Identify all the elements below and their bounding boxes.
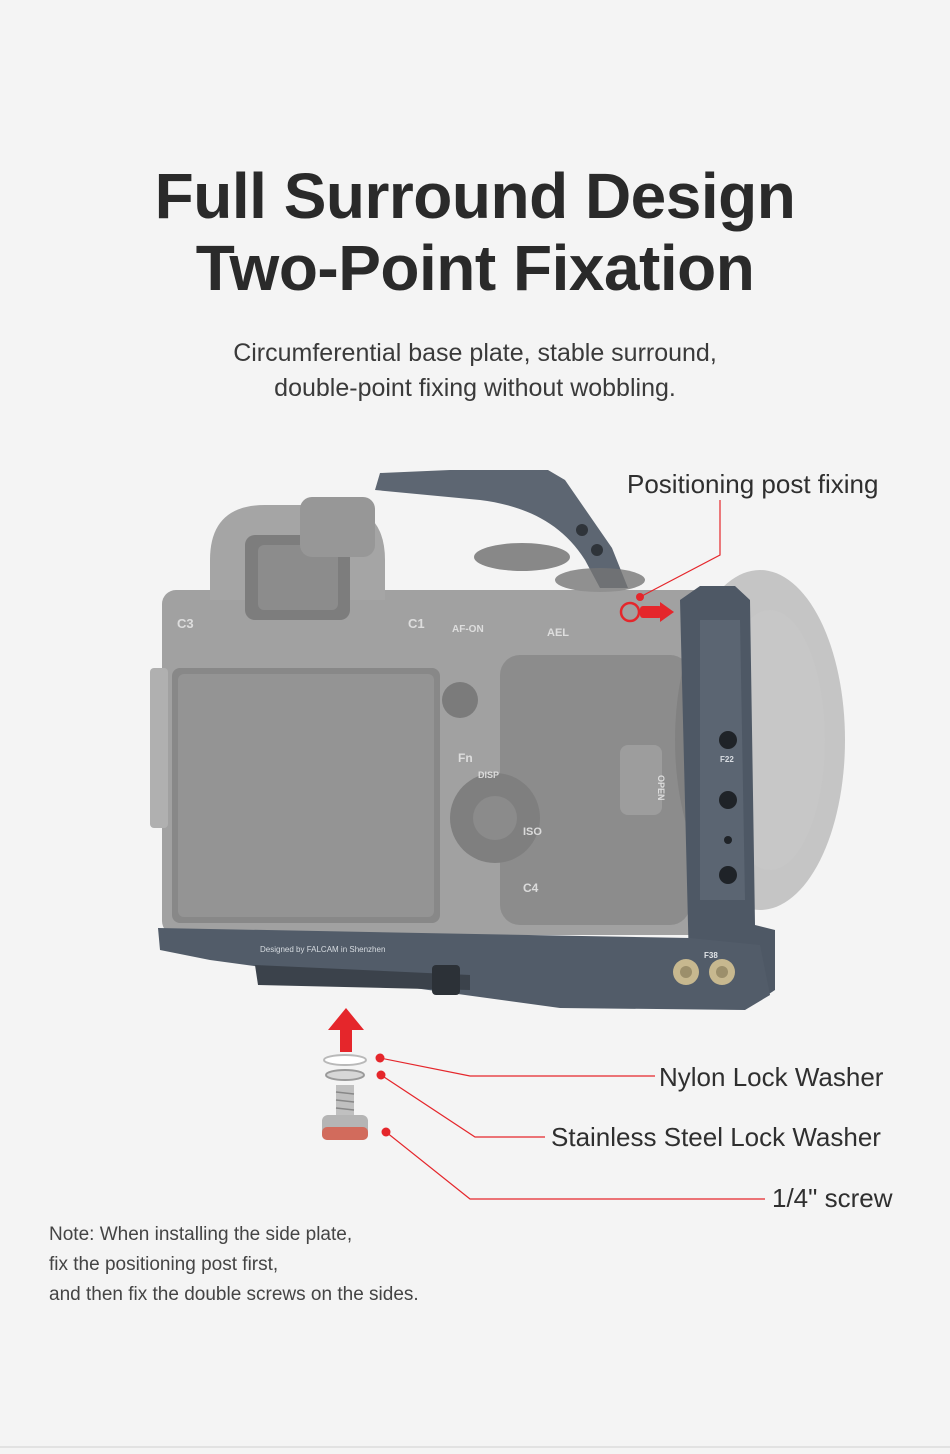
headline-line-2: Two-Point Fixation (195, 232, 755, 304)
bottom-divider (0, 1446, 950, 1448)
nylon-washer (323, 1054, 367, 1066)
callout-nylon-washer: Nylon Lock Washer (659, 1062, 884, 1092)
leader-line-nylon (379, 1057, 655, 1077)
steel-washer (325, 1069, 365, 1081)
button-label-fn: Fn (458, 751, 473, 765)
cage-side-plate: F22 (680, 586, 775, 1005)
leader-line-steel (380, 1074, 545, 1138)
quarter-inch-screw (322, 1085, 368, 1140)
note-line-1: Note: When installing the side plate, (49, 1224, 353, 1245)
callout-screw: 1/4" screw (772, 1183, 893, 1213)
camera-body-ghost (150, 497, 707, 935)
button-label-iso: ISO (523, 826, 542, 838)
cage-base-plate: Designed by FALCAM in Shenzhen F38 (158, 928, 770, 1010)
button-label-c4: C4 (523, 881, 539, 895)
callout-steel-washer: Stainless Steel Lock Washer (551, 1122, 881, 1152)
positioning-post-detail (619, 593, 674, 623)
button-label-af-on: AF-ON (452, 624, 484, 635)
subheadline-line-1: Circumferential base plate, stable surro… (233, 339, 717, 367)
button-label-c3: C3 (177, 616, 194, 631)
leader-dots (375, 1053, 391, 1137)
cage-label-f38: F38 (704, 951, 718, 960)
cage-top-handle (375, 470, 628, 588)
button-label-disp: DISP (478, 770, 499, 780)
button-label-ael: AEL (547, 627, 569, 639)
cage-label-f22: F22 (720, 755, 734, 764)
plate-engraving: Designed by FALCAM in Shenzhen (260, 945, 385, 954)
subheadline-line-2: double-point fixing without wobbling. (274, 374, 676, 402)
door-label-open: OPEN (656, 775, 666, 801)
callout-positioning-post: Positioning post fixing (627, 469, 879, 499)
leader-line-screw (385, 1131, 765, 1200)
note-line-3: and then fix the double screws on the si… (49, 1284, 419, 1305)
red-up-arrow (328, 1008, 364, 1052)
button-label-c1: C1 (408, 616, 425, 631)
headline-line-1: Full Surround Design (154, 160, 796, 232)
note-line-2: fix the positioning post first, (49, 1254, 279, 1275)
leader-line-positioning-post (639, 500, 721, 598)
